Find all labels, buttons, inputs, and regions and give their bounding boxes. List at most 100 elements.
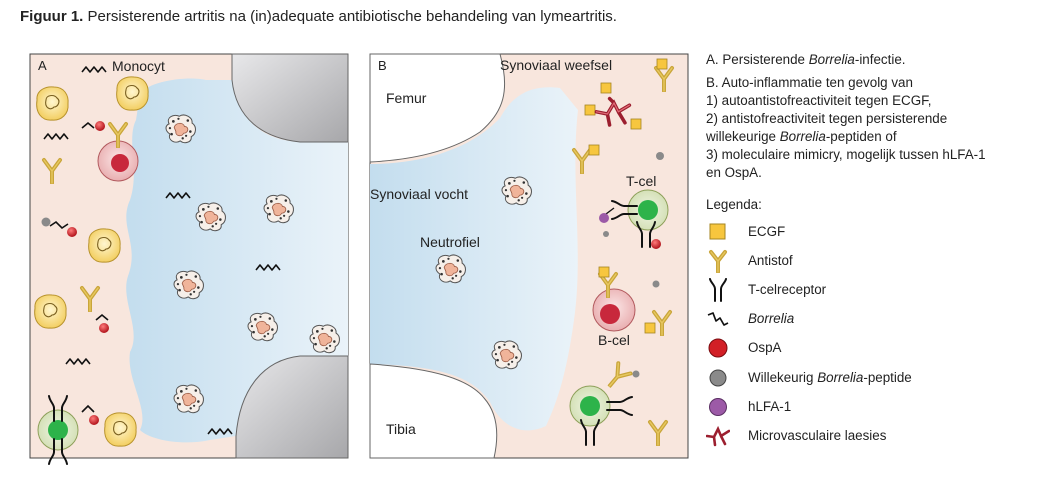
- borrelia-ospa-complex: [81, 121, 105, 131]
- t-cell: [569, 385, 611, 427]
- ecgf-square-icon: [656, 58, 668, 70]
- neutrophil-cell: [173, 384, 204, 414]
- b-cell: [592, 288, 636, 332]
- borrelia-ospa-complex: [81, 404, 99, 425]
- peptide-grey-dot-icon: [652, 280, 660, 288]
- neutrophil-cell: [309, 324, 340, 354]
- ospa-red-dot-icon: [651, 239, 661, 249]
- description-line-3: 3) moleculaire mimicry, mogelijk tussen …: [706, 147, 986, 162]
- legend-item-antibody: Antistof: [706, 249, 1036, 273]
- monocyte-cell: [104, 412, 137, 447]
- description-text: A. Persisterende: [706, 52, 809, 67]
- legend-label-italic: Borrelia: [748, 311, 795, 326]
- synovial-tissue-label: Synoviaal weefsel: [500, 57, 612, 73]
- hlfa1-purple-dot-icon: [709, 398, 727, 416]
- legend-label-part: Willekeurig: [748, 370, 818, 385]
- legend-label: Microvasculaire laesies: [748, 428, 887, 443]
- description-italic: Borrelia: [779, 129, 826, 144]
- monocyte-label: Monocyt: [112, 58, 165, 74]
- ospa-red-dot-icon: [708, 338, 728, 358]
- monocyte-cell: [34, 294, 67, 329]
- panel-a-letter: A: [38, 58, 47, 73]
- hlfa1-purple-dot-icon: [599, 207, 615, 223]
- t-cell: [627, 189, 669, 231]
- panel-a-tibia: [235, 355, 349, 459]
- description-line-2: 2) antistofreactiviteit tegen persistere…: [706, 111, 948, 126]
- panel-b: B Synoviaal weefsel Femur Tibia Synoviaa…: [369, 53, 689, 459]
- legend-item-ospa: OspA: [706, 336, 1036, 360]
- ecgf-square-icon: [644, 322, 656, 334]
- legend-item-borrelia: Borrelia: [706, 307, 1036, 331]
- legend-label-part: -peptide: [863, 370, 912, 385]
- panel-a: A Monocyt: [29, 53, 349, 465]
- figure-caption: Figuur 1. Persisterende artritis na (in)…: [20, 8, 617, 25]
- neutrophil-cell: [263, 194, 294, 224]
- b-cell-label: B-cel: [598, 332, 630, 348]
- ecgf-square-icon: [709, 223, 726, 240]
- tibia-label: Tibia: [386, 421, 416, 437]
- ecgf-square-icon: [630, 118, 642, 130]
- legend-label: ECGF: [748, 224, 786, 239]
- legend-item-microvascular-lesions: Microvasculaire laesies: [706, 424, 1036, 448]
- panel-b-synovial-fluid: [370, 87, 578, 431]
- caption-text: Persisterende artritis na (in)adequate a…: [83, 8, 617, 25]
- neutrophil-label: Neutrofiel: [420, 234, 480, 250]
- legend-title: Legenda:: [706, 197, 762, 212]
- description-line-a: A. Persisterende Borrelia-infectie.: [706, 51, 905, 68]
- neutrophil-cell: [195, 202, 226, 232]
- legend-item-peptide: Willekeurig Borrelia-peptide: [706, 366, 1036, 390]
- legend-label: Willekeurig Borrelia-peptide: [748, 370, 912, 385]
- panel-a-synovial-fluid: [126, 78, 348, 443]
- description-line-2b: willekeurige Borrelia-peptiden of: [706, 128, 897, 145]
- legend-label-italic: Borrelia: [817, 370, 864, 385]
- ecgf-square-icon: [598, 266, 610, 278]
- femur-label: Femur: [386, 90, 427, 106]
- neutrophil-cell: [173, 270, 204, 300]
- description-text: willekeurige: [706, 129, 780, 144]
- monocyte-cell: [88, 228, 121, 263]
- description-line-b: B. Auto-inflammatie ten gevolg van: [706, 75, 913, 90]
- peptide-grey-dot-icon: [632, 370, 640, 378]
- peptide-grey-dot-icon: [603, 231, 609, 237]
- borrelia-ospa-complex: [95, 313, 109, 333]
- description-line-3b: en OspA.: [706, 165, 762, 180]
- description-line-1: 1) autoantistofreactiviteit tegen ECGF,: [706, 93, 932, 108]
- caption-prefix: Figuur 1.: [20, 8, 84, 25]
- legend-label: T-celreceptor: [748, 282, 827, 297]
- b-cell: [97, 140, 139, 182]
- t-cell-receptor-icon: [709, 278, 727, 302]
- description-italic: Borrelia: [808, 52, 855, 67]
- monocyte-cell: [36, 86, 69, 121]
- legend-item-t-cell-receptor: T-celreceptor: [706, 278, 1036, 302]
- panel-b-letter: B: [378, 58, 387, 73]
- ecgf-square-icon: [588, 144, 600, 156]
- ecgf-square-icon: [600, 82, 612, 94]
- t-cell: [37, 409, 79, 451]
- panel-b-tibia: [369, 363, 498, 459]
- peptide-grey-dot-icon: [656, 152, 664, 160]
- microvascular-lesion-icon: [706, 425, 730, 447]
- neutrophil-cell: [165, 114, 196, 144]
- antibody-icon: [709, 250, 727, 273]
- legend-item-hlfa1: hLFA-1: [706, 395, 1036, 419]
- neutrophil-cell: [491, 340, 522, 370]
- borrelia-ospa-complex: [41, 217, 77, 237]
- t-cell-label: T-cel: [626, 173, 656, 189]
- neutrophil-cell: [501, 176, 532, 206]
- legend-label: Antistof: [748, 253, 793, 268]
- legend-label: hLFA-1: [748, 399, 792, 414]
- neutrophil-cell: [435, 254, 466, 284]
- panel-b-femur: [369, 53, 506, 163]
- monocyte-cell: [116, 76, 149, 111]
- peptide-grey-dot-icon: [709, 369, 727, 387]
- borrelia-spirochete-icon: [707, 312, 729, 326]
- legend-label: Borrelia: [748, 311, 794, 326]
- panel-a-femur: [231, 53, 349, 143]
- description-text: -infectie.: [854, 52, 906, 67]
- description-text: -peptiden of: [825, 129, 897, 144]
- legend-label: OspA: [748, 340, 782, 355]
- ecgf-square-icon: [584, 104, 596, 116]
- legend-item-ecgf: ECGF: [706, 220, 1036, 244]
- neutrophil-cell: [247, 312, 278, 342]
